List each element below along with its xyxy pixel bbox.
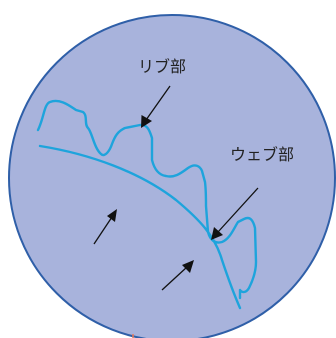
web-pointer-arrow: [211, 187, 259, 240]
rib-thickness-arrow: [93, 209, 117, 245]
web-thickness-arrow: [161, 260, 194, 291]
rib-label: リブ部: [138, 57, 186, 76]
rib-pointer-arrow: [141, 85, 171, 128]
web-label: ウェブ部: [230, 145, 294, 164]
rib-profile-line: [36, 99, 258, 300]
web-profile-line: [38, 144, 242, 310]
